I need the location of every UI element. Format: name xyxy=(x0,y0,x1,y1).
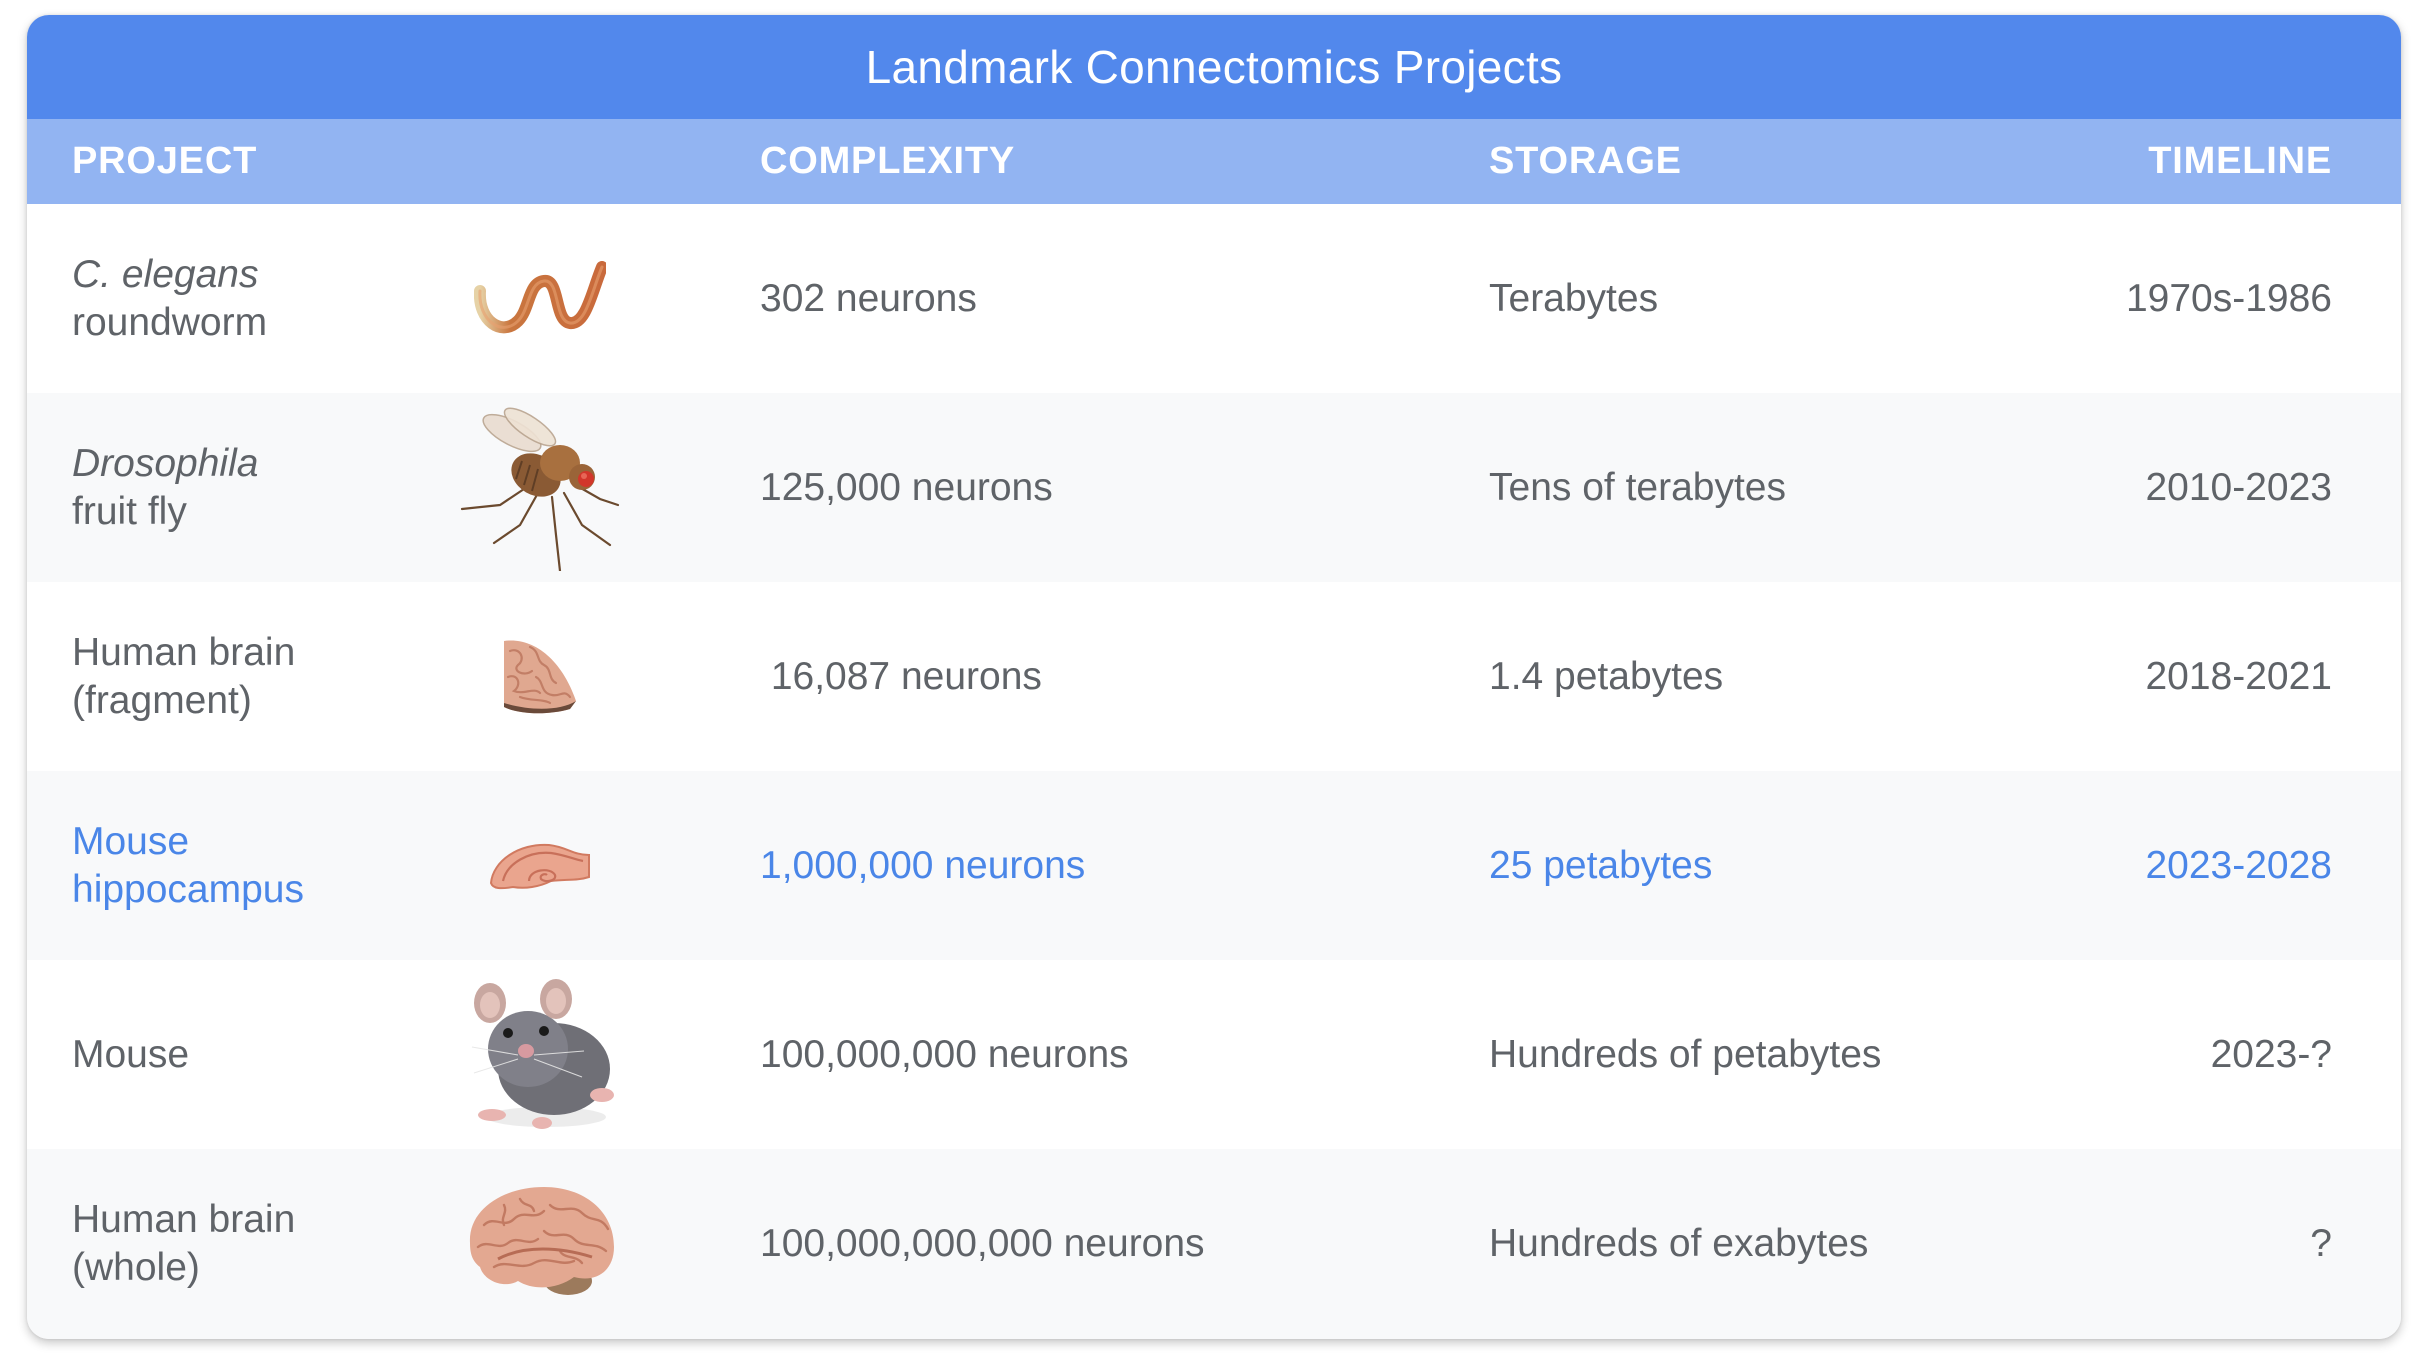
project-subtitle: (fragment) xyxy=(72,678,252,722)
hippocampus-icon xyxy=(489,843,590,889)
storage-cell: Tens of terabytes xyxy=(1489,465,1786,509)
storage-cell: 25 petabytes xyxy=(1489,843,1713,887)
project-name: Human brain xyxy=(72,1198,296,1241)
table-row: Human brain (fragment) 16,087 neurons 1.… xyxy=(27,582,2401,771)
project-name: Drosophila xyxy=(72,441,259,485)
table-row-highlighted: Mouse hippocampus 1,000,000 neurons 25 p… xyxy=(27,771,2401,960)
complexity-cell: 100,000,000,000 neurons xyxy=(760,1222,1205,1265)
column-header-timeline: TIMELINE xyxy=(2148,140,2332,182)
storage-cell: Hundreds of exabytes xyxy=(1489,1222,1869,1265)
complexity-cell: 16,087 neurons xyxy=(760,654,1042,698)
complexity-cell: 302 neurons xyxy=(760,276,977,320)
project-name: Mouse xyxy=(72,819,190,863)
project-cell: Mouse xyxy=(72,960,452,1149)
project-cell: Human brain (fragment) xyxy=(72,582,452,771)
column-header-storage: STORAGE xyxy=(1489,140,1682,182)
fruit-fly-image xyxy=(447,393,633,582)
project-subtitle: (whole) xyxy=(72,1246,200,1289)
timeline-cell: 1970s-1986 xyxy=(2125,276,2332,320)
brain-fragment-icon xyxy=(504,639,576,713)
human-brain-image xyxy=(447,1149,633,1339)
complexity-cell: 125,000 neurons xyxy=(760,465,1053,509)
connectomics-table-card: Landmark Connectomics Projects PROJECT C… xyxy=(27,15,2401,1339)
table-row: Human brain (whole) xyxy=(27,1149,2401,1339)
timeline-cell: 2018-2021 xyxy=(2145,654,2332,698)
human-brain-icon xyxy=(469,1187,614,1295)
table-title: Landmark Connectomics Projects xyxy=(865,41,1563,93)
timeline-cell: 2023-? xyxy=(2210,1032,2332,1076)
table-title-bar: Landmark Connectomics Projects xyxy=(27,15,2401,119)
mouse-icon xyxy=(471,978,614,1129)
mouse-image xyxy=(447,960,633,1149)
complexity-cell: 100,000,000 neurons xyxy=(760,1032,1129,1076)
project-subtitle: roundworm xyxy=(72,300,268,344)
project-name: Human brain xyxy=(72,630,296,674)
project-cell: Mouse hippocampus xyxy=(72,771,452,960)
timeline-cell: 2023-2028 xyxy=(2145,843,2332,887)
table-row: Drosophila fruit fly xyxy=(27,393,2401,582)
project-cell: Human brain (whole) xyxy=(72,1149,452,1339)
storage-cell: Hundreds of petabytes xyxy=(1489,1032,1882,1076)
column-header-complexity: COMPLEXITY xyxy=(760,140,1016,182)
storage-cell: 1.4 petabytes xyxy=(1489,654,1724,698)
project-name: C. elegans xyxy=(72,252,259,296)
column-header-project: PROJECT xyxy=(72,140,258,182)
table-header-row: PROJECT COMPLEXITY STORAGE TIMELINE xyxy=(27,119,2401,204)
project-cell: Drosophila fruit fly xyxy=(72,393,452,582)
brain-fragment-image xyxy=(447,582,633,771)
roundworm-image xyxy=(447,204,633,393)
timeline-cell: ? xyxy=(2310,1222,2332,1265)
project-cell: C. elegans roundworm xyxy=(72,204,452,393)
timeline-cell: 2010-2023 xyxy=(2145,465,2332,509)
fruit-fly-icon xyxy=(460,407,620,571)
project-subtitle: fruit fly xyxy=(72,489,187,533)
project-name: Mouse xyxy=(72,1032,190,1076)
hippocampus-image xyxy=(447,771,633,960)
project-subtitle: hippocampus xyxy=(72,867,304,911)
table-row: Mouse xyxy=(27,960,2401,1149)
table-row: C. elegans roundworm 302 neurons Terabyt… xyxy=(27,204,2401,393)
storage-cell: Terabytes xyxy=(1489,276,1659,320)
complexity-cell: 1,000,000 neurons xyxy=(760,843,1086,887)
roundworm-icon xyxy=(474,260,606,333)
